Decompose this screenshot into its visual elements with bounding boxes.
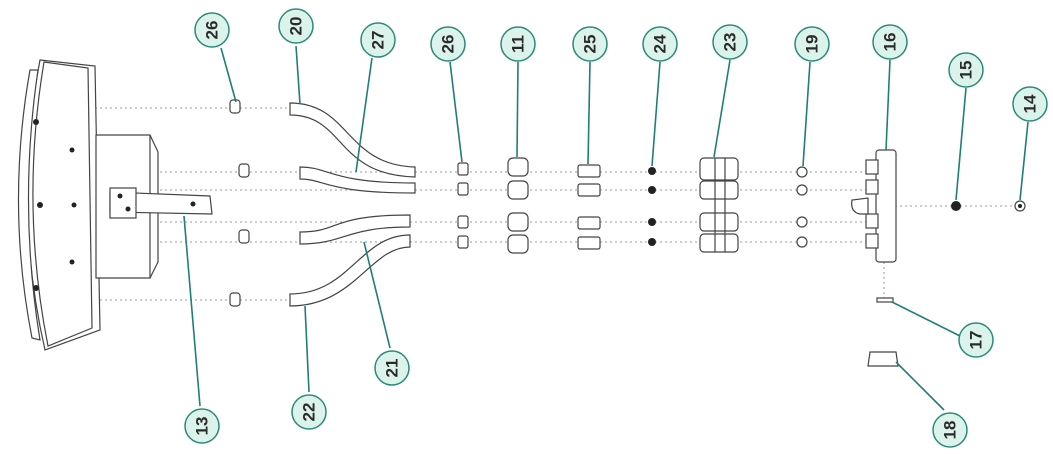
callout-18: 18 xyxy=(932,412,968,448)
callout-bubble xyxy=(1012,86,1048,122)
callout-label: 27 xyxy=(369,31,388,50)
part-26-fittings xyxy=(457,162,469,249)
callout-23: 23 xyxy=(712,24,748,60)
callout-11: 11 xyxy=(500,26,536,62)
callout-bubble xyxy=(948,52,984,88)
callout-26: 26 xyxy=(194,12,230,48)
callout-label: 14 xyxy=(1021,94,1040,113)
part-18-fitting xyxy=(867,351,899,367)
motor-housing xyxy=(17,59,159,351)
part-16-manifold xyxy=(851,149,897,263)
callout-16: 16 xyxy=(872,24,908,60)
callout-bubble xyxy=(932,412,968,448)
leader-lines xyxy=(183,45,1029,411)
callout-bubble xyxy=(642,26,678,62)
callout-bubble xyxy=(794,26,830,62)
callout-bubble xyxy=(291,394,327,430)
callout-label: 19 xyxy=(803,35,822,54)
part-26-left-fittings xyxy=(229,99,250,307)
callout-27: 27 xyxy=(360,22,396,58)
callout-17: 17 xyxy=(958,322,994,358)
callout-label: 26 xyxy=(203,21,222,40)
callout-label: 23 xyxy=(721,33,740,52)
part-15-ball xyxy=(951,201,961,211)
part-24-rings xyxy=(648,167,656,246)
callout-13: 13 xyxy=(184,408,220,444)
callout-bubble xyxy=(360,22,396,58)
callout-bubble xyxy=(958,322,994,358)
callout-19: 19 xyxy=(794,26,830,62)
callout-label: 21 xyxy=(383,359,402,378)
callout-bubble xyxy=(184,408,220,444)
callout-label: 13 xyxy=(193,417,212,436)
part-13-bracket xyxy=(109,187,213,219)
callout-bubble xyxy=(374,350,410,386)
part-17-gasket xyxy=(876,297,894,303)
callout-25: 25 xyxy=(572,26,608,62)
callout-label: 17 xyxy=(967,331,986,350)
callout-label: 16 xyxy=(881,33,900,52)
callout-26: 26 xyxy=(430,26,466,62)
callout-15: 15 xyxy=(948,52,984,88)
callout-22: 22 xyxy=(291,394,327,430)
part-23-couplings xyxy=(699,157,739,253)
callout-20: 20 xyxy=(278,8,314,44)
callout-24: 24 xyxy=(642,26,678,62)
callouts: 26 20 27 26 11 25 24 23 19 16 15 14 13 22 21 17 18 xyxy=(184,8,1048,448)
callout-14: 14 xyxy=(1012,86,1048,122)
callout-label: 22 xyxy=(300,403,319,422)
part-11-nuts xyxy=(507,157,529,254)
callout-bubble xyxy=(194,12,230,48)
part-19-washers xyxy=(796,166,808,248)
callout-bubble xyxy=(572,26,608,62)
callout-label: 25 xyxy=(581,35,600,54)
callout-21: 21 xyxy=(374,350,410,386)
callout-label: 26 xyxy=(439,35,458,54)
callout-label: 15 xyxy=(957,61,976,80)
callout-label: 20 xyxy=(287,17,306,36)
callout-bubble xyxy=(430,26,466,62)
part-14-cap-center xyxy=(1018,204,1022,208)
tubes xyxy=(289,102,416,307)
callout-bubble xyxy=(278,8,314,44)
callout-label: 18 xyxy=(941,421,960,440)
callout-label: 11 xyxy=(509,35,528,53)
callout-bubble xyxy=(500,26,536,62)
callout-label: 24 xyxy=(651,34,670,53)
part-25-connectors xyxy=(577,164,601,250)
callout-bubble xyxy=(712,24,748,60)
callout-bubble xyxy=(872,24,908,60)
